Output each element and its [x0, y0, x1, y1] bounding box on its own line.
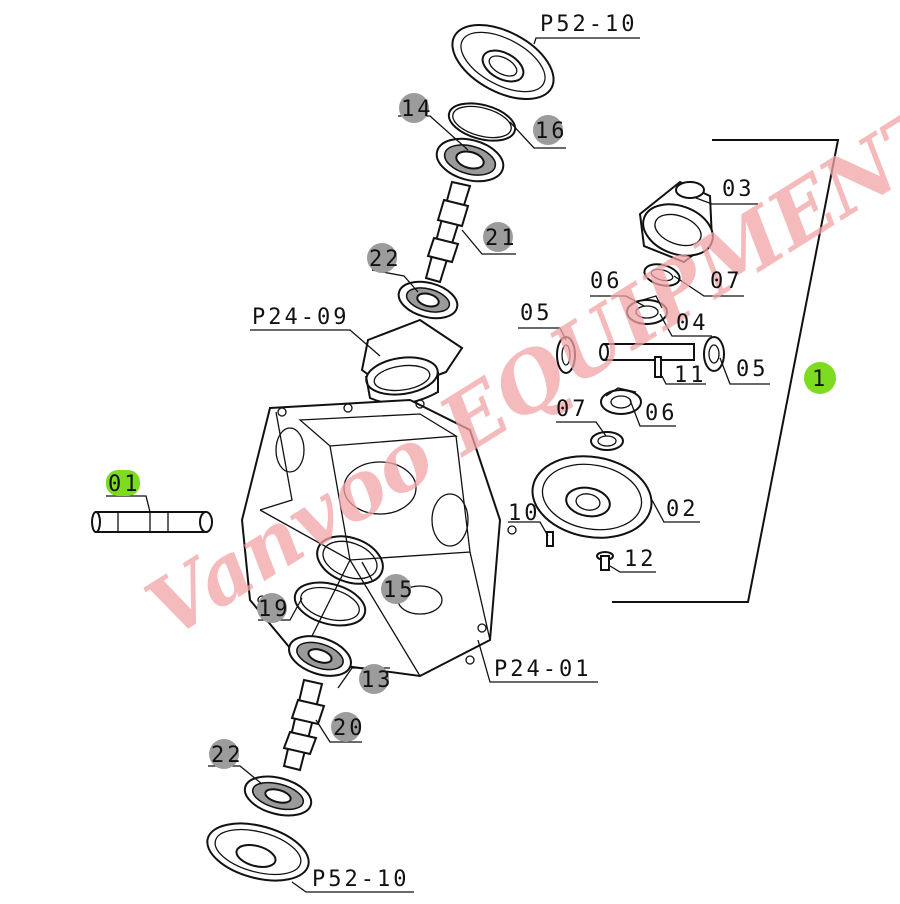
label-p24-01: P24-01: [494, 657, 591, 682]
bottom-bearing-22: [243, 775, 313, 817]
top-oring-16: [447, 102, 517, 142]
label-10: 10: [508, 501, 541, 526]
label-07-top: 07: [710, 269, 743, 294]
label-14: 14: [401, 97, 434, 122]
bottom-bearing-13: [288, 635, 352, 677]
label-22-top: 22: [369, 247, 402, 272]
label-16: 16: [535, 119, 568, 144]
differential-case-03: [638, 180, 714, 264]
bolt-12: [596, 551, 614, 571]
label-06-bottom: 06: [645, 401, 678, 426]
label-p24-09: P24-09: [252, 305, 349, 330]
label-01: 01: [108, 472, 141, 497]
label-07-bottom: 07: [556, 397, 589, 422]
label-22-bottom: 22: [211, 743, 244, 768]
label-21: 21: [485, 226, 518, 251]
watermark-text: Vanvoo EQUIPMENT: [130, 83, 900, 656]
label-13: 13: [361, 668, 394, 693]
label-p52-10-top: P52-10: [540, 12, 637, 37]
top-shaft-21: [424, 180, 472, 284]
pinion-washer-05-left: [556, 336, 576, 374]
label-1: 1: [812, 367, 828, 392]
top-bearing-22: [397, 280, 459, 320]
assembly-1-bracket: [612, 139, 840, 603]
callout-labels: P52-10 14 16 21 22 P24-09 03 06 07 05 04…: [108, 12, 828, 892]
housing-oring-15: [316, 535, 384, 585]
thrust-washer-07-bottom: [590, 431, 624, 451]
top-seal-cover-p52-10: [451, 24, 555, 100]
bottom-seal-cover-p52-10: [206, 822, 310, 882]
input-shaft-01: [91, 511, 213, 533]
label-p52-10-bottom: P52-10: [312, 867, 409, 892]
label-03: 03: [722, 177, 755, 202]
bottom-shaft-20: [282, 678, 326, 772]
label-12: 12: [624, 547, 657, 572]
housing-oring-19: [293, 581, 367, 627]
label-06-top: 06: [590, 269, 623, 294]
leader-lines: [106, 37, 770, 893]
pin-10: [546, 531, 554, 547]
bearing-housing-p24-09: [360, 318, 464, 405]
label-11: 11: [674, 363, 707, 388]
label-05-right: 05: [736, 357, 769, 382]
pinion-washer-05-right: [703, 336, 725, 372]
label-19: 19: [258, 597, 291, 622]
side-gear-06-top: [626, 295, 668, 325]
label-05-left: 05: [520, 301, 553, 326]
label-04: 04: [676, 311, 709, 336]
side-gear-06-bottom: [600, 387, 642, 415]
label-badges: [106, 93, 836, 769]
label-15: 15: [383, 578, 416, 603]
label-20: 20: [333, 716, 366, 741]
top-bearing-14: [435, 137, 505, 183]
ring-gear-02: [531, 455, 653, 539]
pin-11: [654, 356, 662, 378]
label-02: 02: [666, 497, 699, 522]
pinion-gear-04: [599, 343, 695, 361]
watermark: Vanvoo EQUIPMENT: [130, 83, 900, 656]
gearbox-housing-p24-01: [240, 398, 517, 678]
